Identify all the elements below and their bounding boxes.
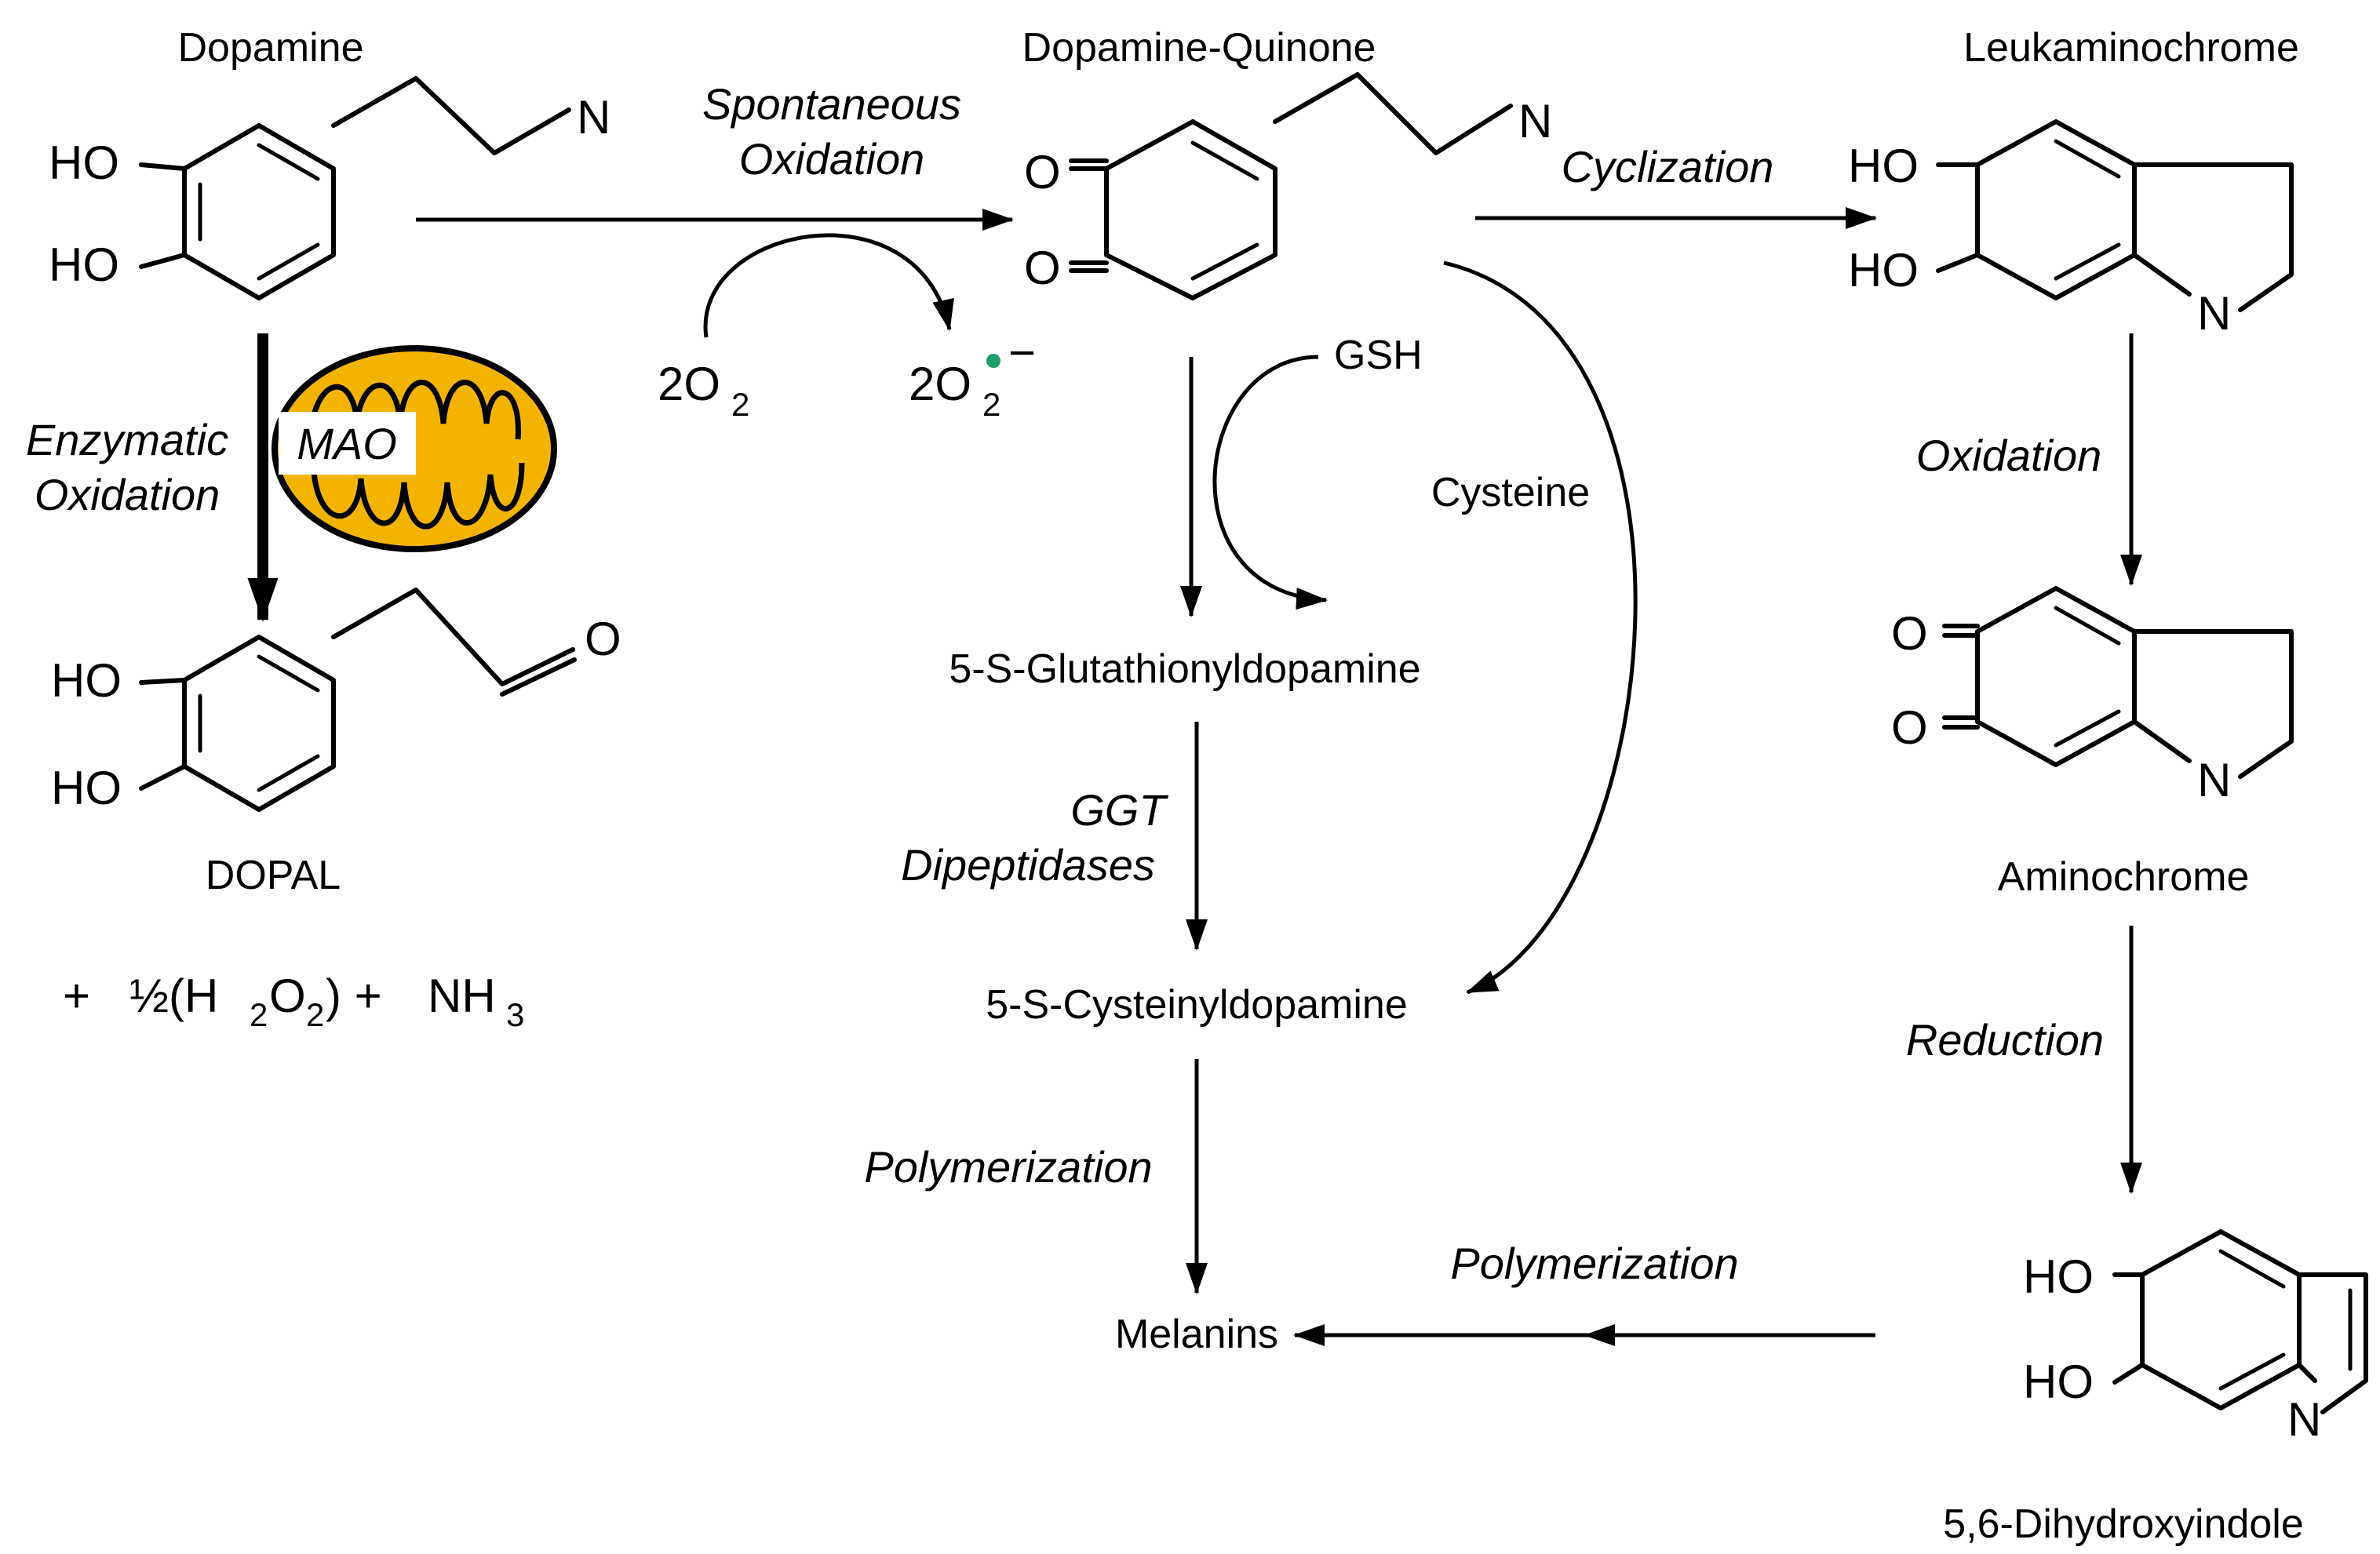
quinone-n: N <box>1518 95 1552 147</box>
superoxide-label: 2O <box>909 358 971 410</box>
glutathionyl-label: 5-S-Glutathionyldopamine <box>949 646 1420 692</box>
superoxide-subscript: 2 <box>982 386 1000 423</box>
dopamine-label: Dopamine <box>177 25 363 71</box>
enzymatic-label: Enzymatic <box>26 415 228 464</box>
reduction-label: Reduction <box>1906 1015 2104 1065</box>
arrow-o2-to-superoxide <box>703 233 954 338</box>
leuk-ho-bottom: HO <box>1848 244 1919 297</box>
leuk-n: N <box>2197 287 2231 340</box>
quinone-o-top: O <box>1024 146 1061 198</box>
dhi-ho-top: HO <box>2023 1250 2094 1303</box>
cyclization-label: Cyclization <box>1562 142 1774 191</box>
cysteine-label: Cysteine <box>1431 470 1590 515</box>
mitochondrion-icon: MAO <box>272 345 557 552</box>
dopamine-quinone-label: Dopamine-Quinone <box>1022 25 1376 71</box>
superoxide-charge: − <box>1008 326 1036 379</box>
h-subscript: 2 <box>250 996 268 1033</box>
dopamine-double-bond <box>257 143 320 181</box>
arrow-gsh <box>1212 355 1328 610</box>
aminochrome-o-bottom: O <box>1891 701 1928 754</box>
dhi-label: 5,6-Dihydroxyindole <box>1943 1501 2304 1547</box>
dopamine-n: N <box>577 91 610 144</box>
o-letter: O <box>269 970 306 1022</box>
dopamine-side-chain <box>331 76 571 155</box>
leukaminochrome-structure: Leukaminochrome N HO HO <box>1848 25 2299 340</box>
arrow-cysteine <box>1443 260 1638 995</box>
dhi-ho-bottom: HO <box>2023 1356 2094 1408</box>
radical-dot-icon <box>986 354 1000 368</box>
dopamine-ho-top: HO <box>49 136 119 189</box>
dipeptidases-label: Dipeptidases <box>901 840 1155 890</box>
leuk-ho-top: HO <box>1848 140 1919 192</box>
spontaneous-label: Spontaneous <box>702 79 961 129</box>
dopal-byproducts: + ½(H 2 O 2 ) + NH 3 <box>63 970 524 1033</box>
polymerization-label-left: Polymerization <box>864 1142 1152 1192</box>
aminochrome-o-top: O <box>1891 607 1928 660</box>
dopamine-double-bond <box>257 242 320 281</box>
aminochrome-structure: N O O Aminochrome <box>1891 586 2294 900</box>
polymerization-label-right: Polymerization <box>1450 1239 1738 1288</box>
dopal-o: O <box>585 613 621 665</box>
dopal-ho-bottom: HO <box>51 762 122 814</box>
dopal-structure: O HO HO DOPAL <box>51 588 621 898</box>
oxygen-label: 2O <box>658 358 720 410</box>
quinone-o-bottom: O <box>1024 242 1061 294</box>
melanins-label: Melanins <box>1115 1312 1278 1357</box>
cysteinyl-label: 5-S-Cysteinyldopamine <box>986 982 1408 1028</box>
oxidation-label: Oxidation <box>1916 431 2102 480</box>
o-subscript: 2 <box>306 996 324 1033</box>
ggt-label: GGT <box>1070 785 1168 835</box>
enzymatic-oxidation-label: Oxidation <box>35 470 221 519</box>
nh-subscript: 3 <box>506 996 524 1033</box>
dopamine-quinone-structure: Dopamine-Quinone N O O <box>1022 25 1552 300</box>
hydrogen-peroxide-half: ½(H <box>129 970 218 1022</box>
dopamine-ho-bottom: HO <box>49 238 119 291</box>
dopal-ho-top: HO <box>51 654 122 707</box>
aminochrome-label: Aminochrome <box>1998 854 2250 900</box>
dopamine-structure: Dopamine N HO HO <box>49 25 610 300</box>
aminochrome-n: N <box>2197 754 2231 806</box>
close-plus: ) + <box>326 970 382 1022</box>
oxygen-subscript: 2 <box>731 386 749 423</box>
leukaminochrome-label: Leukaminochrome <box>1963 25 2299 71</box>
dhi-n: N <box>2287 1393 2321 1446</box>
dopal-label: DOPAL <box>206 853 341 898</box>
spontaneous-oxidation-label: Oxidation <box>739 134 925 184</box>
dhi-structure: N HO HO 5,6-Dihydroxyindole <box>1943 1229 2368 1547</box>
dopamine-ring <box>182 123 336 300</box>
plus-sign: + <box>63 970 90 1022</box>
gsh-label: GSH <box>1334 333 1423 378</box>
mao-label: MAO <box>297 419 397 468</box>
ammonia: NH <box>428 970 496 1022</box>
